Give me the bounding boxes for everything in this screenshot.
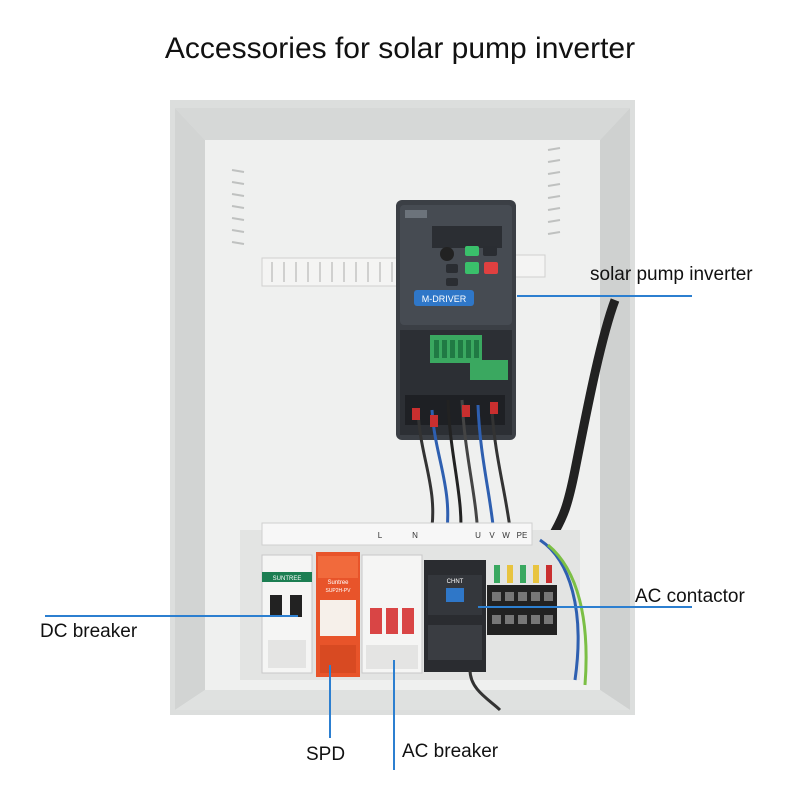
red-ferrules: [412, 402, 498, 427]
label-ac-contactor: AC contactor: [635, 586, 745, 607]
rail-l: L: [378, 531, 383, 540]
inverter-device: M-DRIVER: [396, 200, 516, 440]
terminal-block: [487, 565, 557, 635]
rail-pe: PE: [517, 531, 528, 540]
callout-lines: [45, 295, 692, 770]
contactor-brand: CHNT: [447, 579, 464, 585]
rail-u: U: [475, 531, 481, 540]
ac-contactor-device: CHNT: [424, 560, 486, 672]
lower-wiring: [468, 538, 588, 712]
inverter-brand: M-DRIVER: [422, 294, 467, 304]
page-title: Accessories for solar pump inverter: [164, 32, 636, 65]
conduit-cable: [543, 298, 620, 547]
dc-brand: SUNTREE: [273, 576, 302, 582]
label-rail: L N U V W PE: [261, 522, 533, 546]
ac-breaker-device: [361, 554, 423, 674]
label-dc-breaker: DC breaker: [40, 621, 138, 642]
cable-duct: [261, 254, 546, 287]
label-solar-pump-inverter: solar pump inverter: [590, 264, 753, 285]
spd-device: Suntree SUP2H-PV: [316, 552, 360, 677]
rail-w: W: [502, 531, 510, 540]
rail-n: N: [412, 531, 418, 540]
spd-model: SUP2H-PV: [325, 588, 351, 594]
dc-breaker-device: SUNTREE: [261, 554, 313, 674]
rail-v: V: [489, 531, 495, 540]
spd-brand: Suntree: [327, 580, 349, 586]
label-ac-breaker: AC breaker: [402, 741, 499, 762]
label-spd: SPD: [306, 744, 346, 765]
